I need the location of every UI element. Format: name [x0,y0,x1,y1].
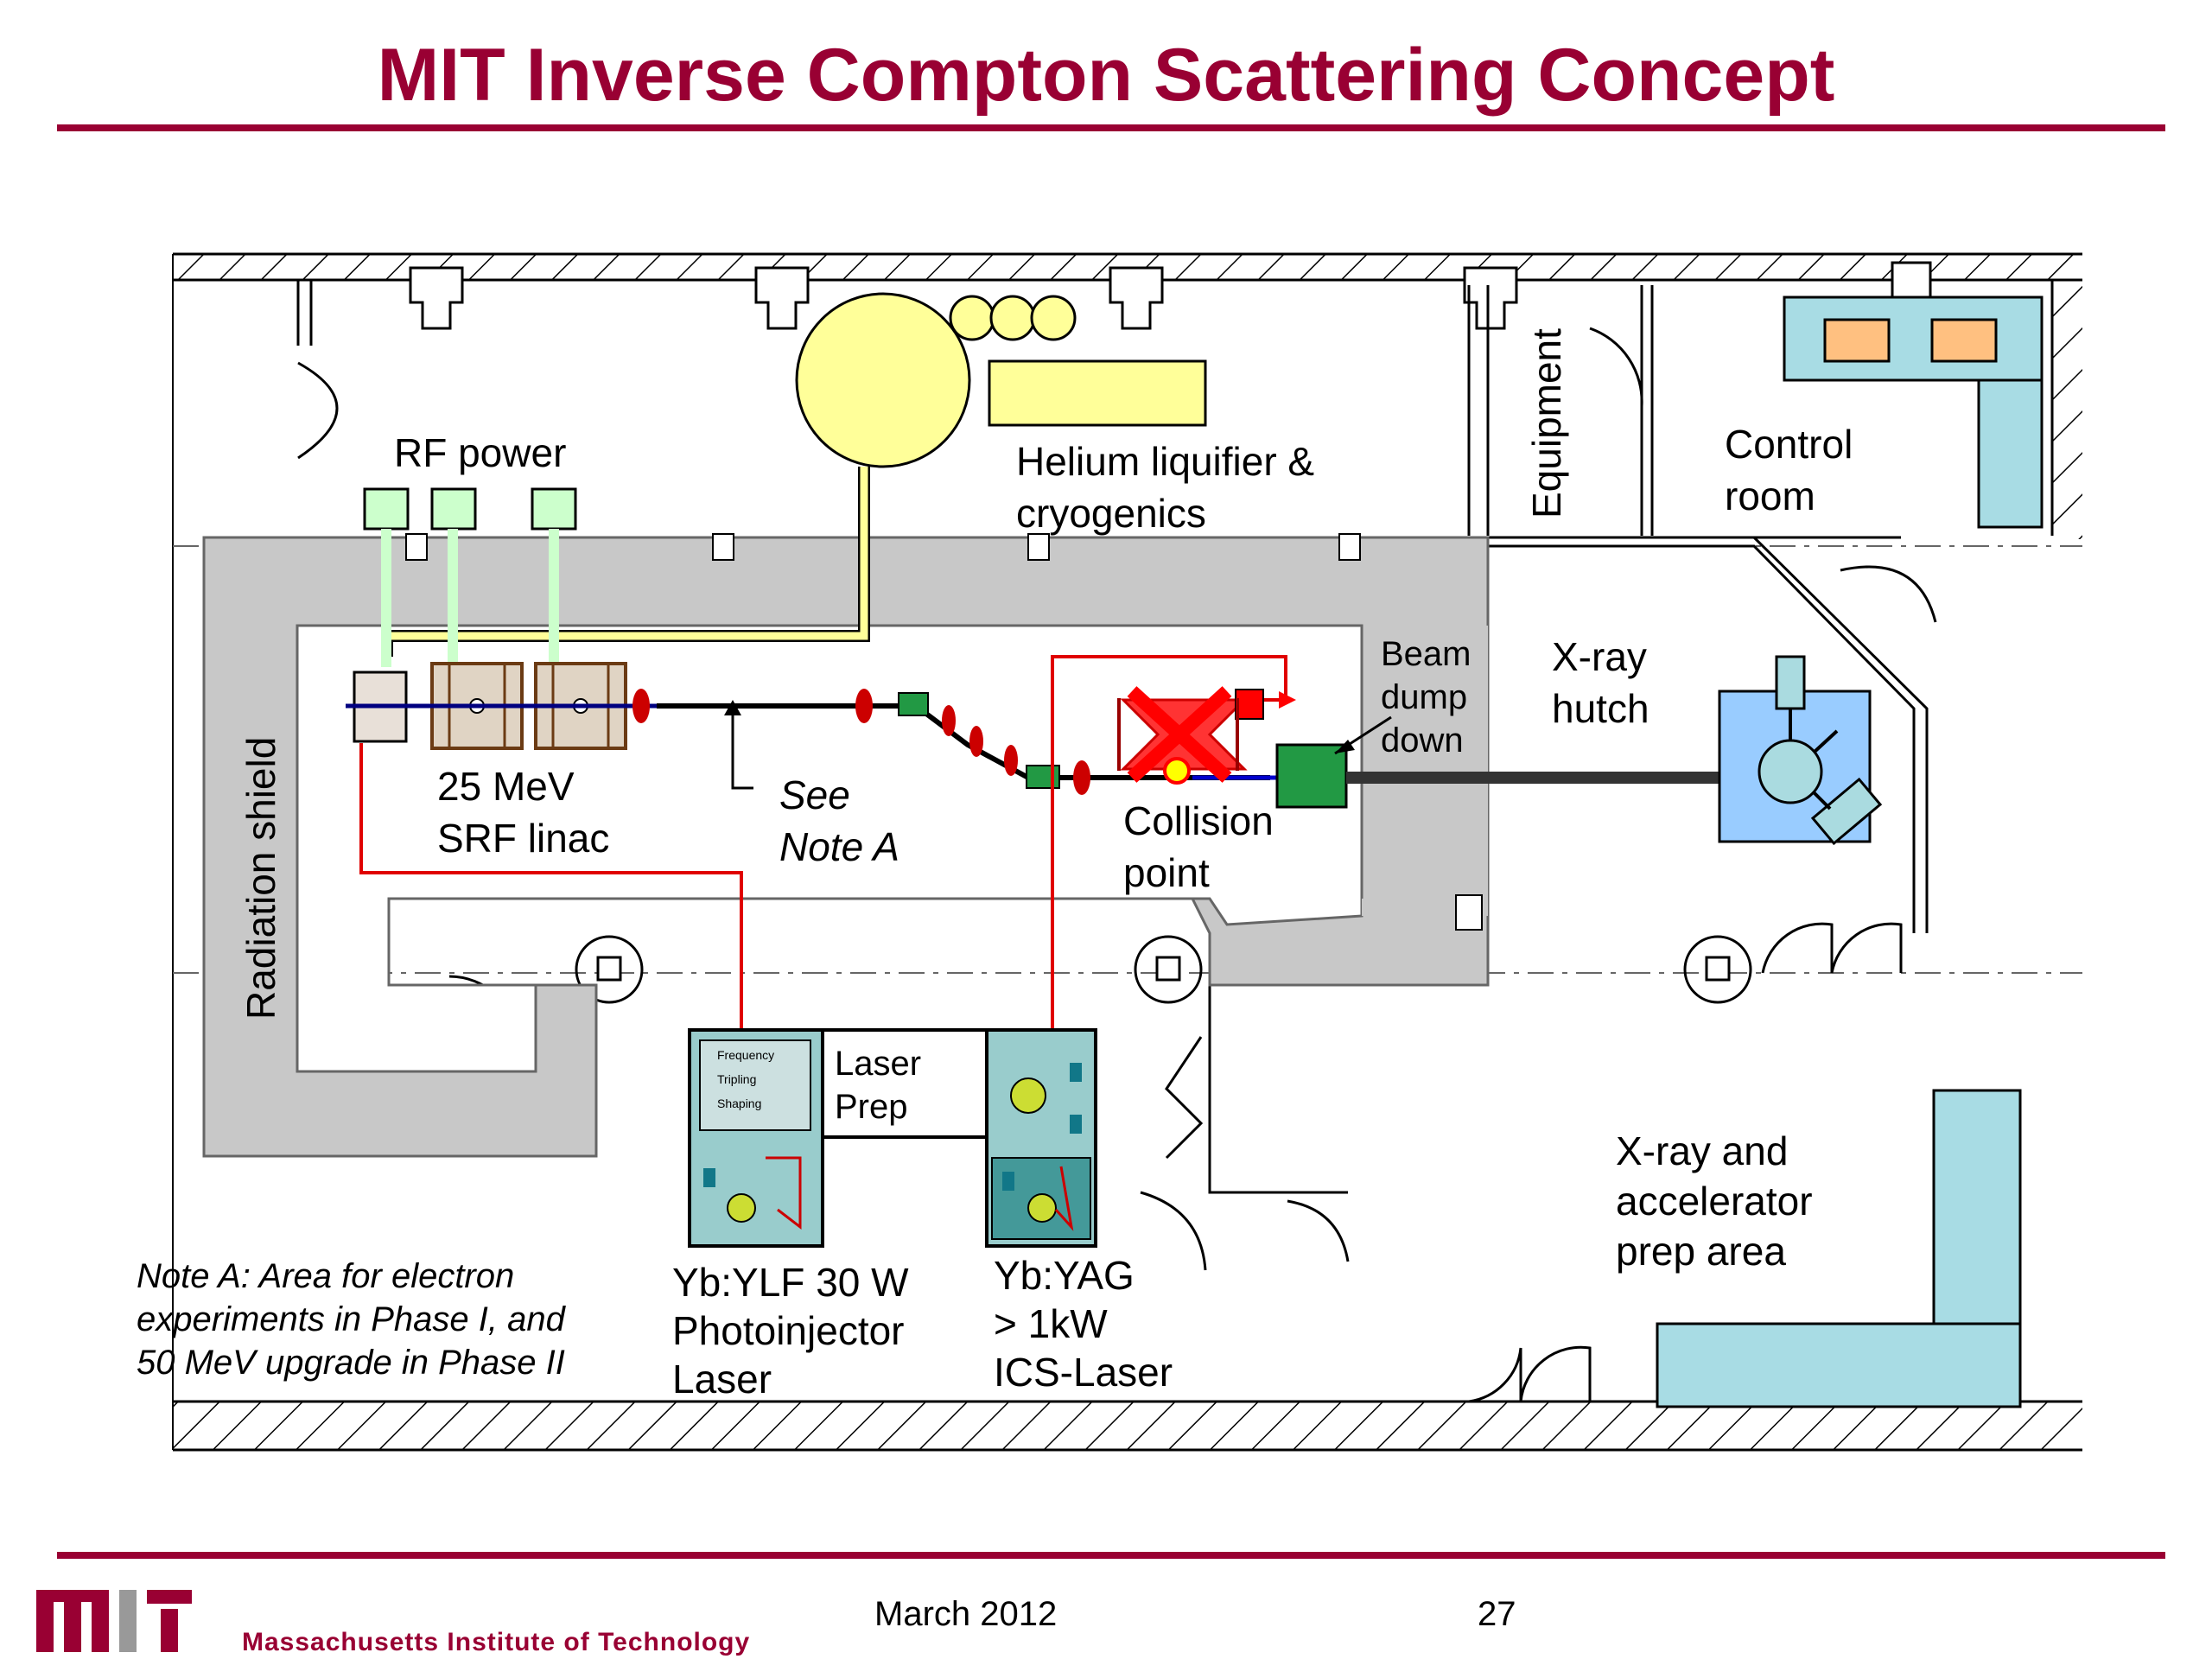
label-helium-1: Helium liquifier & [1016,439,1314,484]
label-control-1: Control [1725,422,1853,467]
label-laser-prep-1: Laser [835,1045,921,1083]
laser-rooms [688,1028,1097,1248]
label-note-1: Note A: Area for electron [137,1257,514,1295]
label-prep-3: prep area [1616,1229,1786,1274]
footer-page-number: 27 [1478,1595,1516,1633]
label-equipment: Equipment [1524,328,1569,518]
slide-title: MIT Inverse Compton Scattering Concept [377,34,1835,117]
label-see-2: Note A [779,824,899,869]
label-linac-1: 25 MeV [437,764,575,809]
label-ylf-1: Yb:YLF 30 W [672,1260,909,1305]
title-rule [57,124,2165,131]
control-room-consoles [1783,296,2044,529]
mit-logo [36,1590,192,1652]
prep-area-benches [1656,1089,2022,1408]
xray-hutch-detector [1718,655,1883,846]
label-radiation-shield: Radiation shield [238,737,283,1020]
label-freq-1: Frequency [717,1048,774,1062]
label-note-3: 50 MeV upgrade in Phase II [137,1344,565,1382]
label-helium-2: cryogenics [1016,491,1206,536]
label-see-1: See [779,772,850,817]
label-linac-2: SRF linac [437,816,609,861]
label-collision-2: point [1123,850,1210,895]
label-beam-2: dump [1381,678,1467,716]
label-beam-1: Beam [1381,635,1471,673]
label-hutch-2: hutch [1552,686,1649,731]
rf-power [363,487,577,667]
label-prep-2: accelerator [1616,1179,1813,1224]
building-walls [172,252,2082,1452]
label-laser-prep-2: Prep [835,1088,908,1126]
label-rf-power: RF power [394,430,566,475]
label-yag-2: > 1kW [994,1301,1108,1346]
electron-beamline [346,689,1745,809]
label-yag-3: ICS-Laser [994,1350,1173,1395]
laser-beams [359,655,1296,1033]
label-note-2: experiments in Phase I, and [137,1300,567,1338]
label-ylf-2: Photoinjector [672,1308,905,1353]
footer-rule [57,1552,2165,1559]
label-prep-1: X-ray and [1616,1128,1788,1173]
institution-name: Massachusetts Institute of Technology [242,1628,751,1656]
label-yag-1: Yb:YAG [994,1253,1135,1298]
label-collision-1: Collision [1123,798,1274,843]
label-freq-3: Shaping [717,1096,761,1110]
footer-date: March 2012 [874,1595,1058,1633]
label-hutch-1: X-ray [1552,634,1647,679]
label-freq-2: Tripling [717,1072,756,1086]
label-beam-3: down [1381,721,1464,760]
helium-liquifier [381,292,1207,657]
label-ylf-3: Laser [672,1357,772,1402]
label-control-2: room [1725,474,1815,518]
